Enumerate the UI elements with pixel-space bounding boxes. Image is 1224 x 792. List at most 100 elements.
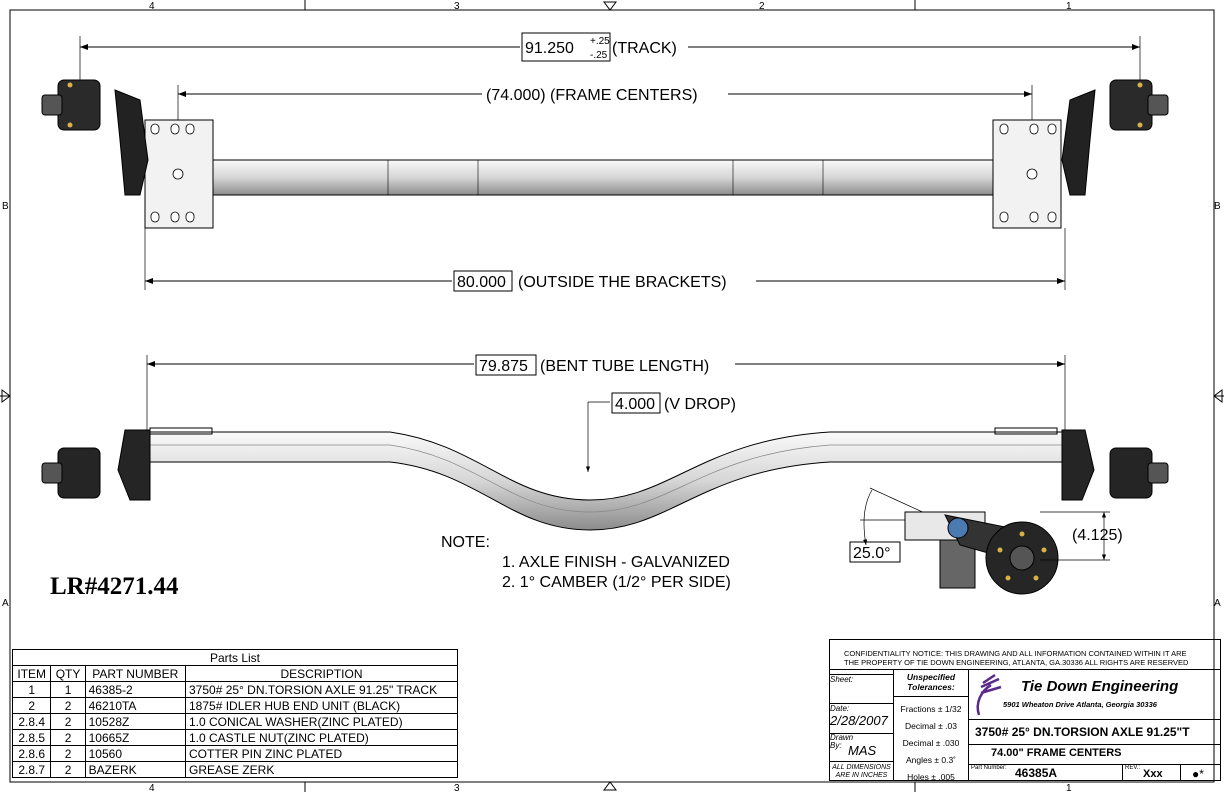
svg-text:2. 1° CAMBER (1/2° PER SIDE): 2. 1° CAMBER (1/2° PER SIDE) — [502, 574, 731, 591]
svg-text:-.25: -.25 — [590, 50, 608, 61]
svg-text:+.25: +.25 — [590, 36, 610, 47]
rev-value: Xxx — [1143, 768, 1163, 780]
svg-text:(OUTSIDE THE BRACKETS): (OUTSIDE THE BRACKETS) — [518, 274, 727, 291]
confidentiality-notice: CONFIDENTIALITY NOTICE: THIS DRAWING AND… — [830, 640, 1220, 670]
cell: 1.0 CONICAL WASHER(ZINC PLATED) — [185, 713, 458, 730]
tolerance-item: Holes ± .005 — [907, 772, 955, 782]
rev-label: REV.: — [1125, 765, 1141, 771]
cell: 2.8.4 — [11, 713, 52, 730]
svg-text:1. AXLE FINISH - GALVANIZED: 1. AXLE FINISH - GALVANIZED — [502, 554, 730, 571]
company-address: 5901 Wheaton Drive Atlanta, Georgia 3033… — [1003, 700, 1157, 709]
notes: NOTE: 1. AXLE FINISH - GALVANIZED 2. 1° … — [441, 534, 731, 591]
cell: 2 — [50, 697, 86, 714]
cell: 2 — [50, 713, 86, 730]
drawn-by-value: MAS — [848, 743, 877, 758]
drawn-label-1: Drawn — [830, 733, 854, 742]
cell: 10560 — [84, 745, 187, 762]
tolerance-item: Decimal ± .03 — [905, 721, 957, 731]
height-dimension: (4.125) — [1072, 527, 1123, 544]
cell: BAZERK — [84, 761, 187, 778]
frame-centers-dimension: (74.000) (FRAME CENTERS) — [486, 87, 698, 104]
cell: 1875# IDLER HUB END UNIT (BLACK) — [185, 697, 458, 714]
svg-text:A: A — [2, 598, 9, 609]
date-label: Date: — [830, 704, 850, 713]
header-part-number: PART NUMBER — [84, 665, 187, 682]
svg-text:B: B — [1214, 201, 1221, 212]
svg-text:3: 3 — [454, 1, 460, 12]
part-number-cell: Part Number: 46385A — [969, 765, 1123, 781]
svg-text:4: 4 — [149, 783, 155, 792]
tolerance-item: Fractions ± 1/32 — [900, 704, 962, 714]
units-line: ARE IN INCHES — [835, 772, 888, 779]
cell: 1.0 CASTLE NUT(ZINC PLATED) — [185, 729, 458, 746]
cell: 2.8.7 — [11, 761, 52, 778]
svg-text:NOTE:: NOTE: — [441, 534, 490, 551]
track-dimension: 91.250 — [525, 40, 574, 57]
cell: 2.8.5 — [11, 729, 52, 746]
cell: 3750# 25° DN.TORSION AXLE 91.25" TRACK — [185, 681, 458, 698]
part-number-value: 46385A — [1015, 766, 1058, 780]
svg-text:(BENT TUBE LENGTH): (BENT TUBE LENGTH) — [540, 358, 709, 375]
drawn-label-2: By: — [830, 741, 842, 750]
cell: 2 — [50, 745, 86, 762]
parts-list: Parts List ITEM QTY PART NUMBER DESCRIPT… — [11, 649, 458, 778]
outside-brackets-dimension: 80.000 — [457, 274, 506, 291]
svg-text:(TRACK): (TRACK) — [612, 40, 677, 57]
cell: 2 — [11, 697, 52, 714]
header-item: ITEM — [11, 665, 52, 682]
tol-title: Tolerances: — [907, 682, 955, 692]
tolerance-item: Angles ± 0.3˚ — [905, 755, 957, 765]
rev-cell: REV.: Xxx — [1123, 765, 1181, 781]
tol-title: Unspecified — [906, 672, 956, 682]
bent-tube-dimension: 79.875 — [479, 358, 528, 375]
parts-list-header: ITEM QTY PART NUMBER DESCRIPTION — [11, 665, 458, 682]
header-description: DESCRIPTION — [185, 665, 458, 682]
tolerance-item: Decimal ± .030 — [902, 738, 960, 748]
svg-text:2: 2 — [759, 1, 765, 12]
cell: 10665Z — [84, 729, 187, 746]
cell: 10528Z — [84, 713, 187, 730]
drawing-subtitle: 74.00" FRAME CENTERS — [969, 745, 1221, 765]
parts-list-title: Parts List — [12, 649, 458, 666]
company-cell: Tie Down Engineering 5901 Wheaton Drive … — [969, 670, 1221, 720]
axle-top-view: 91.250 +.25 -.25 (TRACK) (74.000) (FRAME… — [41, 32, 1169, 292]
svg-text:(V DROP): (V DROP) — [664, 396, 736, 413]
cell: COTTER PIN ZINC PLATED — [185, 745, 458, 762]
drawing-title: 3750# 25° DN.TORSION AXLE 91.25"T — [969, 720, 1221, 745]
svg-text:4: 4 — [149, 1, 155, 12]
units-line: ALL DIMENSIONS — [832, 764, 891, 771]
bomb-icon: ●* — [1192, 767, 1204, 781]
date-cell: Date: 2/28/2007 — [830, 704, 893, 734]
svg-text:1: 1 — [1066, 1, 1072, 12]
title-block: CONFIDENTIALITY NOTICE: THIS DRAWING AND… — [829, 639, 1221, 782]
cell: 46210TA — [84, 697, 187, 714]
date-value: 2/28/2007 — [830, 713, 888, 728]
svg-text:B: B — [2, 201, 9, 212]
notice-line: THE PROPERTY OF TIE DOWN ENGINEERING, AT… — [844, 658, 1189, 667]
svg-text:A: A — [1214, 598, 1221, 609]
cell: 2 — [50, 761, 86, 778]
cell: 46385-2 — [84, 681, 187, 698]
company-logo-icon — [976, 673, 1002, 716]
lr-number: LR#4271.44 — [50, 573, 179, 600]
v-drop-dimension: 4.000 — [615, 396, 655, 413]
axle-side-view: 79.875 (BENT TUBE LENGTH) 4.000 (V DROP) — [41, 354, 1169, 531]
cell: 1 — [50, 681, 86, 698]
cell: 2 — [50, 729, 86, 746]
company-name: Tie Down Engineering — [1021, 678, 1179, 695]
